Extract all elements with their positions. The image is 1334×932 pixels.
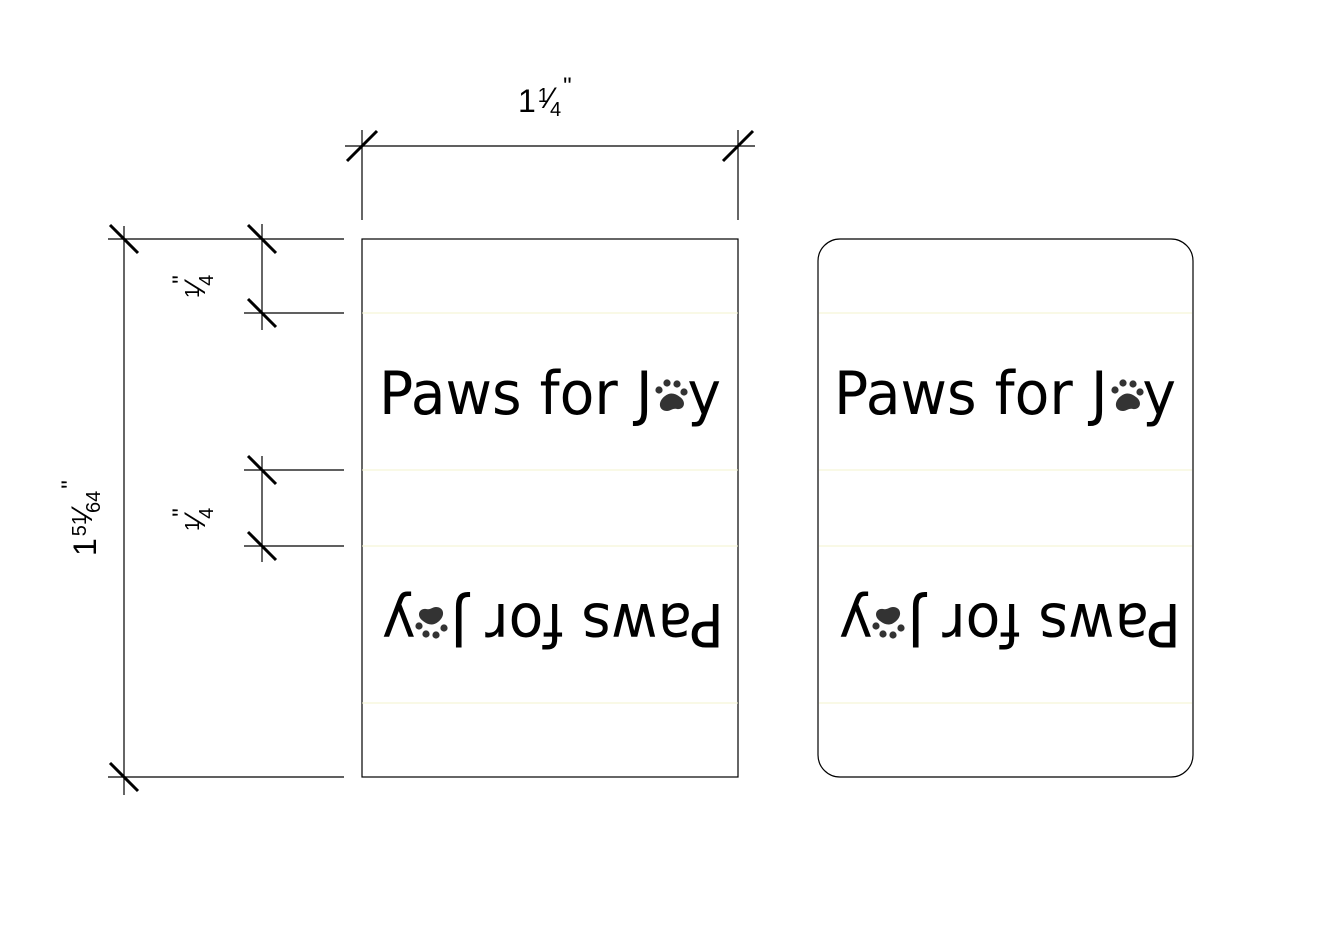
rounded-label-outline — [817, 238, 1194, 778]
height-tick-bottom — [108, 761, 140, 793]
top-margin-dimension: 1⁄4" — [168, 223, 344, 330]
top-margin-tick-top — [246, 223, 278, 255]
rounded-corner-label: Paws for Joy Paws for Joy — [817, 238, 1194, 778]
paw-print-icon — [410, 598, 454, 642]
height-dimension: 151⁄64" — [57, 223, 344, 795]
square-label-outline — [361, 238, 739, 778]
square-bottom-group: Paws for Joy — [382, 589, 724, 659]
paw-print-icon — [649, 376, 693, 420]
height-tick-top — [108, 223, 140, 255]
square-corner-label: Paws for Joy Paws for Joy — [361, 238, 739, 778]
middle-gap-label: 1⁄4" — [168, 508, 218, 531]
top-margin-label: 1⁄4" — [168, 275, 218, 298]
middle-gap-dimension: 1⁄4" — [168, 454, 344, 562]
paw-print-icon — [1105, 376, 1149, 420]
width-tick-left — [345, 129, 379, 163]
middle-gap-tick-bottom — [246, 530, 278, 562]
top-margin-tick-bottom — [246, 297, 278, 329]
height-dimension-label: 151⁄64" — [57, 480, 105, 556]
width-tick-right — [721, 129, 755, 163]
rounded-bottom-group: Paws for Joy — [839, 589, 1181, 659]
middle-gap-tick-top — [246, 454, 278, 486]
paw-print-icon — [867, 598, 911, 642]
